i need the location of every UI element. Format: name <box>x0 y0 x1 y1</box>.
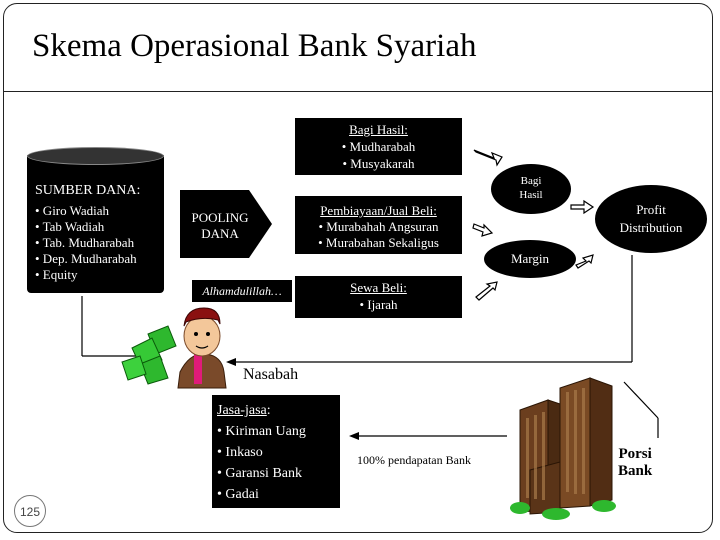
pembiayaan-item: • Murabahan Sekaligus <box>318 235 439 250</box>
title-divider <box>3 91 713 92</box>
bagi-hasil-title: Bagi Hasil: <box>349 122 408 137</box>
pooling-dana-shape: POOLING DANA <box>180 190 272 258</box>
profit-line2: Distribution <box>619 220 683 235</box>
arrowhead-nasabah <box>226 358 236 366</box>
block-arrow-margin-profit <box>575 254 594 269</box>
jasa-title-row: Jasa-jasa: <box>217 400 340 421</box>
block-arrow-to-profit <box>570 199 595 215</box>
porsi-bank-label: Porsi Bank <box>618 446 652 480</box>
pembiayaan-item: • Murabahah Angsuran <box>318 219 439 234</box>
jasa-colon: : <box>266 403 271 418</box>
sewa-beli-box: Sewa Beli: • Ijarah <box>295 276 462 318</box>
bagi-hasil-item: • Musyakarah <box>342 156 415 171</box>
slide-frame <box>3 3 713 533</box>
alhamdulillah-callout: Alhamdulillah… <box>192 280 292 302</box>
jasa-title: Jasa-jasa <box>217 403 267 418</box>
sumber-dana-item: • Equity <box>35 267 78 282</box>
sewa-beli-item: • Ijarah <box>359 297 398 312</box>
jasa-item: • Inkaso <box>217 445 263 460</box>
pooling-line2: DANA <box>201 226 239 241</box>
sewa-beli-title: Sewa Beli: <box>350 280 407 295</box>
sumber-dana-item: • Tab Wadiah <box>35 219 105 234</box>
bagi-hasil-box: Bagi Hasil: • Mudharabah • Musyakarah <box>295 118 462 175</box>
person-icon <box>177 307 227 389</box>
arrowhead-jasa <box>349 432 359 440</box>
bagi-hasil-item: • Mudharabah <box>341 139 416 154</box>
cylinder-top <box>27 147 164 165</box>
jasa-item: • Kiriman Uang <box>217 424 306 439</box>
block-arrow-margin <box>472 223 494 237</box>
page-number: 125 <box>14 495 46 527</box>
sumber-dana-list: SUMBER DANA: • Giro Wadiah • Tab Wadiah … <box>35 183 140 283</box>
jasa-jasa-box: Jasa-jasa: • Kiriman Uang • Inkaso • Gar… <box>212 395 340 508</box>
pembiayaan-title: Pembiayaan/Jual Beli: <box>320 203 437 218</box>
sumber-dana-item: • Giro Wadiah <box>35 203 110 218</box>
slide-title: Skema Operasional Bank Syariah <box>32 28 477 64</box>
pendapatan-label: 100% pendapatan Bank <box>357 453 471 467</box>
margin-oval: Margin <box>484 240 576 278</box>
sumber-dana-item: • Dep. Mudharabah <box>35 251 137 266</box>
nasabah-label: Nasabah <box>241 366 301 384</box>
jasa-item: • Garansi Bank <box>217 466 302 481</box>
profit-distribution-oval: Profit Distribution <box>595 185 707 253</box>
bagi-hasil-oval-line2: Hasil <box>519 189 543 201</box>
profit-line1: Profit <box>636 202 666 217</box>
pooling-line1: POOLING <box>191 210 249 225</box>
porsi-line2: Bank <box>618 463 653 479</box>
block-arrow-sewa <box>475 281 498 301</box>
bagi-hasil-oval: Bagi Hasil <box>491 164 571 214</box>
porsi-line1: Porsi <box>618 446 652 462</box>
connector-building-porsi <box>623 381 659 419</box>
bagi-hasil-oval-line1: Bagi <box>520 175 542 187</box>
block-arrow-bagihasil-oval <box>473 149 503 167</box>
sumber-dana-cylinder <box>27 155 164 293</box>
pembiayaan-box: Pembiayaan/Jual Beli: • Murabahah Angsur… <box>295 196 462 254</box>
sumber-dana-title: SUMBER DANA: <box>35 183 141 198</box>
money-bills-icon <box>121 325 177 385</box>
jasa-item: • Gadai <box>217 487 259 502</box>
sumber-dana-item: • Tab. Mudharabah <box>35 235 135 250</box>
